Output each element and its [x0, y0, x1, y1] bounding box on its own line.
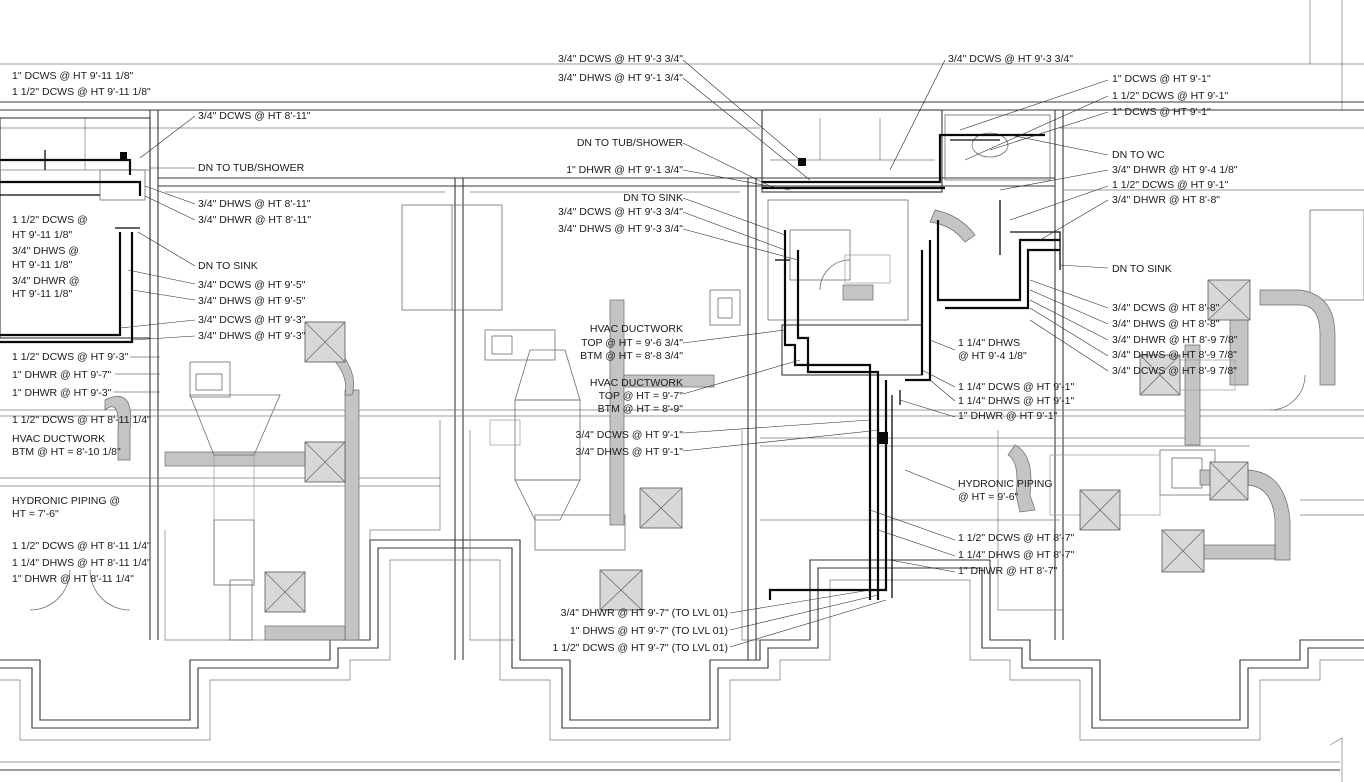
pipe-label: HT = 7'-6" [12, 508, 59, 520]
pipe-label: DN TO WC [1112, 149, 1165, 161]
diffuser [1079, 489, 1121, 531]
pipe-label: 1 1/4" DHWS @ HT 8'-7" [958, 549, 1074, 561]
pipe-label: TOP @ HT = 9'-6 3/4" [581, 337, 683, 349]
pipe-label: 3/4" DHWR @ HT 9'-7" (TO LVL 01) [561, 607, 728, 619]
pipe-label: 1" DHWR @ HT 9'-1" [958, 410, 1058, 422]
plumbing-piping [0, 133, 1061, 600]
pipe-label: 1" DHWR @ HT 8'-11 1/4" [12, 573, 134, 585]
pipe-label: 1 1/2" DCWS @ [12, 214, 88, 226]
pipe-label: 1" DHWS @ HT 9'-7" (TO LVL 01) [570, 625, 728, 637]
pipe-label: 1 1/2" DCWS @ HT 8'-11 1/4" [12, 540, 151, 552]
diffuser [639, 487, 683, 529]
pipe-label: 3/4" DHWR @ HT 9'-4 1/8" [1112, 164, 1238, 176]
pipe-label: 3/4" DCWS @ HT 8'-9 7/8" [1112, 365, 1237, 377]
pipe-label: 1" DHWR @ HT 9'-1 3/4" [566, 164, 683, 176]
pipe-label: 3/4" DHWS @ HT 8'-9 7/8" [1112, 349, 1237, 361]
pipe-label: BTM @ HT = 8'-9" [598, 403, 684, 415]
pipe-label: @ HT = 9'-6" [958, 491, 1019, 503]
pipe-label: 1 1/2" DCWS @ HT 9'-11 1/8" [12, 86, 151, 98]
pipe-label: HT 9'-11 1/8" [12, 288, 72, 300]
pipe-label: DN TO TUB/SHOWER [198, 162, 305, 174]
pipe-label: @ HT 9'-4 1/8" [958, 350, 1027, 362]
pipe-label: HYDRONIC PIPING @ [12, 495, 120, 507]
pipe-label: 1" DCWS @ HT 9'-11 1/8" [12, 70, 134, 82]
pipe-label: 1 1/4" DCWS @ HT 9'-1" [958, 381, 1074, 393]
pipe-label: 3/4" DHWR @ HT 8'-11" [198, 214, 311, 226]
pipe-label: 3/4" DCWS @ HT 9'-3 3/4" [948, 53, 1073, 65]
pipe-label: 1 1/4" DHWS @ HT 8'-11 1/4" [12, 557, 151, 569]
pipe-label: 3/4" DHWS @ HT 8'-8" [1112, 318, 1220, 330]
pipe-label: BTM @ HT = 8'-10 1/8" [12, 446, 121, 458]
pipe-label: HT 9'-11 1/8" [12, 229, 72, 241]
pipe-label: 3/4" DHWS @ [12, 245, 79, 257]
air-diffusers [264, 279, 1251, 613]
pipe-label: DN TO SINK [198, 260, 258, 272]
pipe-label: 3/4" DHWR @ [12, 275, 79, 287]
pipe-label: 1 1/2" DCWS @ HT 8'-11 1/4" [12, 414, 151, 426]
pipe-label: 3/4" DHWS @ HT 9'-3" [198, 330, 306, 342]
pipe-label: 1 1/2" DCWS @ HT 9'-1" [1112, 90, 1228, 102]
pipe-label: 1 1/2" DCWS @ HT 9'-1" [1112, 179, 1228, 191]
pipe-label: 1 1/2" DCWS @ HT 9'-7" (TO LVL 01) [552, 642, 728, 654]
pipe-label: TOP @ HT = 9'-7" [599, 390, 684, 402]
pipe-label: HT 9'-11 1/8" [12, 259, 72, 271]
pipe-label: HVAC DUCTWORK [12, 433, 105, 445]
pipe-label: 3/4" DHWS @ HT 9'-5" [198, 295, 306, 307]
pipe-label: 3/4" DCWS @ HT 9'-5" [198, 279, 306, 291]
pipe-label: BTM @ HT = 8'-8 3/4" [580, 350, 683, 362]
diffuser [1161, 529, 1205, 573]
pipe-label: DN TO TUB/SHOWER [577, 137, 684, 149]
diffuser [1139, 354, 1181, 396]
pipe-annotations: 1" DCWS @ HT 9'-11 1/8" 1 1/2" DCWS @ HT … [12, 53, 1238, 654]
diffuser [1207, 279, 1251, 321]
diffuser [304, 441, 346, 483]
pipe-label: 1 1/4" DHWS [958, 337, 1020, 349]
pipe-label: 3/4" DCWS @ HT 9'-3" [198, 314, 306, 326]
pipe-label: 3/4" DHWS @ HT 9'-1" [576, 446, 684, 458]
pipe-label: 1" DHWR @ HT 8'-7" [958, 565, 1058, 577]
diffuser [1209, 461, 1249, 501]
pipe-label: 1" DCWS @ HT 9'-1" [1112, 73, 1211, 85]
pipe-label: 1 1/2" DCWS @ HT 8'-7" [958, 532, 1074, 544]
pipe-label: 3/4" DCWS @ HT 9'-3 3/4" [558, 206, 683, 218]
pipe-label: 1" DHWR @ HT 9'-7" [12, 369, 112, 381]
pipe-label: 3/4" DHWS @ HT 9'-3 3/4" [558, 223, 683, 235]
pipe-label: 3/4" DHWR @ HT 8'-8" [1112, 194, 1220, 206]
annotation-leaders [113, 59, 1109, 648]
diffuser [304, 321, 346, 363]
pipe-label: 3/4" DCWS @ HT 8'-11" [198, 110, 311, 122]
pipe-label: 3/4" DCWS @ HT 9'-1" [576, 429, 684, 441]
pipe-label: 3/4" DHWR @ HT 8'-9 7/8" [1112, 334, 1238, 346]
pipe-label: HVAC DUCTWORK [590, 377, 683, 389]
pipe-label: 3/4" DCWS @ HT 9'-3 3/4" [558, 53, 683, 65]
pipe-label: DN TO SINK [1112, 263, 1172, 275]
pipe-label: 1" DCWS @ HT 9'-1" [1112, 106, 1211, 118]
pipe-label: DN TO SINK [623, 192, 683, 204]
pipe-label: 3/4" DHWS @ HT 9'-1 3/4" [558, 72, 683, 84]
pipe-label: 1" DHWR @ HT 9'-3" [12, 387, 112, 399]
pipe-label: 3/4" DHWS @ HT 8'-11" [198, 198, 311, 210]
pipe-label: HVAC DUCTWORK [590, 323, 683, 335]
diffuser [599, 569, 643, 611]
pipe-label: 1 1/4" DHWS @ HT 9'-1" [958, 395, 1074, 407]
pipe-label: HYDRONIC PIPING [958, 478, 1053, 490]
diffuser [264, 571, 306, 613]
pipe-label: 1 1/2" DCWS @ HT 9'-3" [12, 351, 128, 363]
pipe-label: 3/4" DCWS @ HT 8'-8" [1112, 302, 1220, 314]
